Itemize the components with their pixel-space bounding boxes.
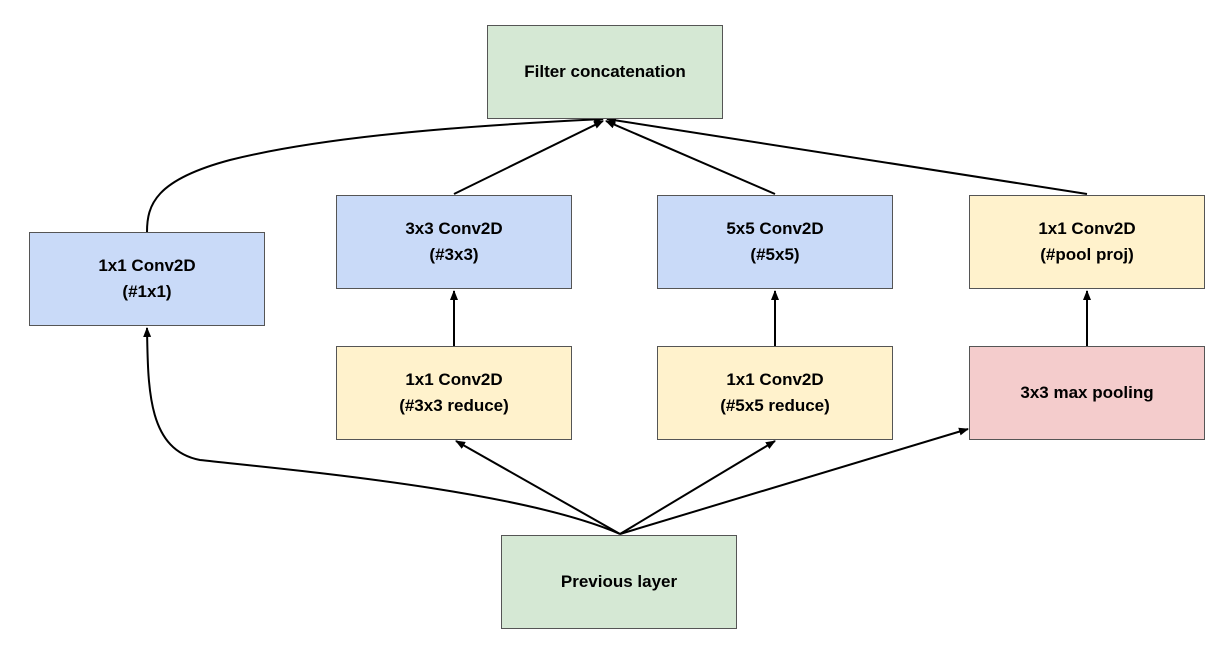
node-sublabel: (#3x3): [429, 245, 479, 264]
node-label: 1x1 Conv2D: [405, 370, 503, 389]
conv5x5-node: 5x5 Conv2D (#5x5): [657, 195, 893, 289]
node-label: 1x1 Conv2D: [726, 370, 824, 389]
edge-conv1x1-to-filter: [146, 115, 604, 233]
filter-concatenation-node: Filter concatenation: [487, 25, 723, 119]
node-label: Previous layer: [560, 572, 678, 591]
node-sublabel: (#5x5): [750, 245, 800, 264]
edge-previous-to-reduce5x5: [619, 440, 776, 535]
node-label: 3x3 max pooling: [1020, 383, 1154, 402]
edge-conv3x3-to-filter: [453, 120, 604, 195]
edge-conv5x5-to-filter: [605, 120, 776, 195]
edge-previous-to-conv1x1: [143, 327, 621, 535]
node-sublabel: (#5x5 reduce): [720, 396, 830, 415]
conv3x3-node: 3x3 Conv2D (#3x3): [336, 195, 572, 289]
node-sublabel: (#3x3 reduce): [399, 396, 509, 415]
node-label: 5x5 Conv2D: [726, 219, 824, 238]
reduce3x3-node: 1x1 Conv2D (#3x3 reduce): [336, 346, 572, 440]
node-sublabel: (#pool proj): [1040, 245, 1134, 264]
previous-layer-node: Previous layer: [501, 535, 737, 629]
conv1x1-node: 1x1 Conv2D (#1x1): [29, 232, 265, 326]
edge-poolproj-to-filter: [606, 116, 1088, 195]
pool-projection-node: 1x1 Conv2D (#pool proj): [969, 195, 1205, 289]
edge-previous-to-reduce3x3: [455, 440, 621, 535]
node-label: Filter concatenation: [524, 62, 686, 81]
node-label: 1x1 Conv2D: [98, 256, 196, 275]
node-label: 3x3 Conv2D: [405, 219, 503, 238]
node-sublabel: (#1x1): [122, 282, 172, 301]
reduce5x5-node: 1x1 Conv2D (#5x5 reduce): [657, 346, 893, 440]
node-label: 1x1 Conv2D: [1038, 219, 1136, 238]
max-pooling-node: 3x3 max pooling: [969, 346, 1205, 440]
edge-previous-to-maxpool: [619, 427, 969, 535]
